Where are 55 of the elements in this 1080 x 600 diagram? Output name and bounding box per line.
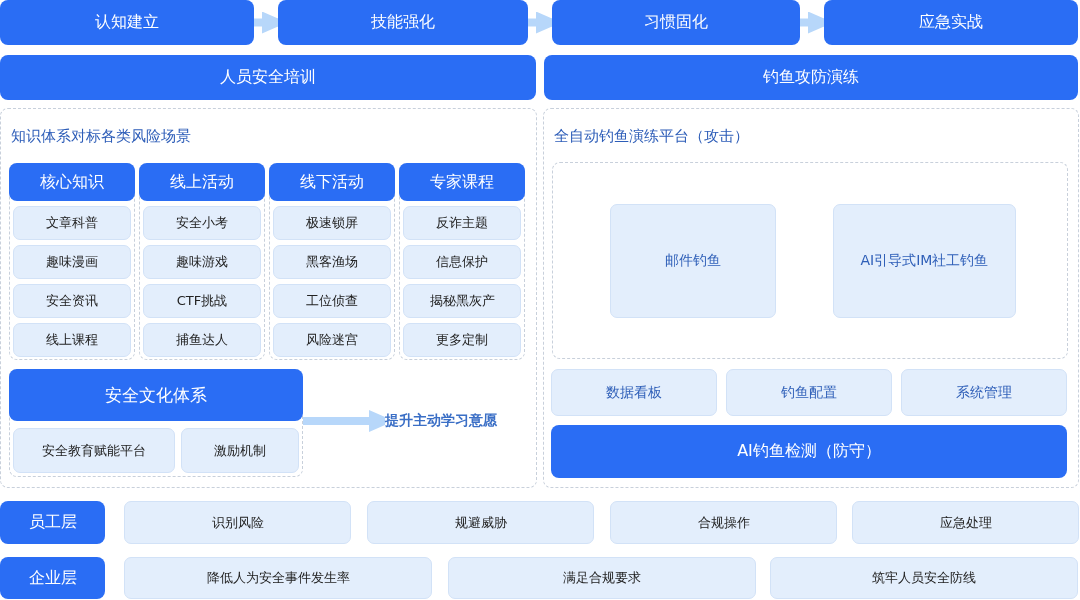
topic-card: 激励机制 xyxy=(181,428,299,473)
program-bar: 人员安全培训 xyxy=(0,55,536,100)
detection-bar: AI钓鱼检测（防守） xyxy=(551,425,1067,478)
phase-bar: 技能强化 xyxy=(278,0,528,45)
topic-card: 安全小考 xyxy=(143,206,261,240)
dashed-frame xyxy=(139,163,265,360)
section-heading: 全自动钓鱼演练平台（攻击） xyxy=(554,127,749,146)
topic-card: 安全教育赋能平台 xyxy=(13,428,175,473)
section-panel xyxy=(0,108,537,488)
topic-card: 黑客渔场 xyxy=(273,245,391,279)
phase-bar: 习惯固化 xyxy=(552,0,800,45)
phase-bar: 应急实战 xyxy=(824,0,1078,45)
column-header: 线下活动 xyxy=(269,163,395,201)
topic-card: 文章科普 xyxy=(13,206,131,240)
outcome-label: 提升主动学习意愿 xyxy=(385,412,497,430)
module-card: 数据看板 xyxy=(551,369,717,416)
topic-card: 趣味游戏 xyxy=(143,245,261,279)
topic-card: 信息保护 xyxy=(403,245,521,279)
section-heading: 知识体系对标各类风险场景 xyxy=(11,127,191,146)
column-header: 核心知识 xyxy=(9,163,135,201)
module-card: 钓鱼配置 xyxy=(726,369,892,416)
goal-card: 降低人为安全事件发生率 xyxy=(124,557,432,599)
channel-card: AI引导式IM社工钓鱼 xyxy=(833,204,1016,318)
goal-card: 应急处理 xyxy=(852,501,1079,544)
topic-card: CTF挑战 xyxy=(143,284,261,318)
dashed-frame xyxy=(399,163,525,360)
dashed-frame xyxy=(552,162,1068,359)
topic-card: 揭秘黑灰产 xyxy=(403,284,521,318)
topic-card: 更多定制 xyxy=(403,323,521,357)
goal-card: 识别风险 xyxy=(124,501,351,544)
column-header: 专家课程 xyxy=(399,163,525,201)
module-card: 系统管理 xyxy=(901,369,1067,416)
dashed-frame xyxy=(9,369,303,477)
topic-card: 捕鱼达人 xyxy=(143,323,261,357)
channel-card: 邮件钓鱼 xyxy=(610,204,776,318)
goal-card: 筑牢人员安全防线 xyxy=(770,557,1078,599)
topic-card: 反诈主题 xyxy=(403,206,521,240)
dashed-frame xyxy=(9,163,135,360)
culture-header: 安全文化体系 xyxy=(9,369,303,421)
program-bar: 钓鱼攻防演练 xyxy=(544,55,1078,100)
topic-card: 趣味漫画 xyxy=(13,245,131,279)
topic-card: 极速锁屏 xyxy=(273,206,391,240)
topic-card: 安全资讯 xyxy=(13,284,131,318)
dashed-frame xyxy=(269,163,395,360)
phase-bar: 认知建立 xyxy=(0,0,254,45)
goal-card: 满足合规要求 xyxy=(448,557,756,599)
layer-label: 员工层 xyxy=(0,501,105,544)
topic-card: 风险迷宫 xyxy=(273,323,391,357)
goal-card: 合规操作 xyxy=(610,501,837,544)
goal-card: 规避威胁 xyxy=(367,501,594,544)
column-header: 线上活动 xyxy=(139,163,265,201)
section-panel xyxy=(543,108,1079,488)
topic-card: 线上课程 xyxy=(13,323,131,357)
layer-label: 企业层 xyxy=(0,557,105,599)
topic-card: 工位侦查 xyxy=(273,284,391,318)
